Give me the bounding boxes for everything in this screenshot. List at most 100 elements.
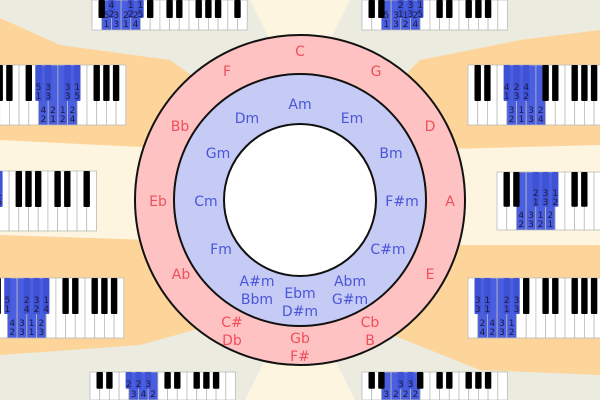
black-key [378,0,385,18]
fingering-label: 2 [393,390,399,400]
black-key [25,65,33,101]
minor-label: Abm [334,274,366,290]
black-key [112,65,120,101]
black-key [62,278,69,314]
major-label: Cb [361,315,380,331]
fingering-label: 2 [136,380,142,390]
black-key [484,372,492,389]
fingering-label: 3 [131,390,137,400]
black-key [484,65,491,101]
black-key [176,0,183,18]
black-key [368,0,375,18]
black-key [475,372,482,389]
fingering-label: 3 [383,390,389,400]
black-key [551,172,559,207]
black-key [127,0,135,18]
black-key [203,372,210,389]
black-key [474,65,481,101]
black-key [416,372,424,389]
black-key [44,65,52,101]
black-key [83,171,90,207]
white-key [593,171,600,231]
black-key [446,372,453,389]
black-key [98,0,105,18]
black-key [397,0,405,18]
minor-alt-label: D#m [282,304,318,320]
band-bottom-center [245,360,355,400]
black-key [193,372,200,389]
black-key [72,278,79,314]
major-label: E [426,267,435,283]
black-key [23,278,31,314]
black-key [503,172,510,207]
black-key [195,0,202,18]
minor-alt-label: G#m [332,292,368,308]
minor-alt-label: Bbm [241,292,273,308]
black-key [108,0,115,18]
black-key [522,278,530,314]
black-key [522,65,530,101]
fingering-label: 3 [408,380,414,390]
black-key [552,65,559,101]
major-label: G [371,64,382,80]
black-key [465,0,472,18]
black-key [6,65,13,101]
black-key [513,278,520,314]
black-key [125,372,133,389]
black-key [542,172,549,207]
black-key [436,372,443,389]
black-key [484,278,491,314]
major-label: Ab [172,267,191,283]
black-key [552,278,559,314]
black-key [475,0,482,18]
black-key [33,278,40,314]
minor-label: C#m [370,242,405,258]
black-key [503,278,511,314]
black-key [103,65,110,101]
minor-label: Fm [210,242,232,258]
major-label: C [295,44,305,60]
white-key [497,371,508,400]
black-key [581,278,588,314]
fingering-label: 2 [126,380,132,390]
black-key [590,65,598,101]
black-key [137,0,144,18]
black-key [15,171,23,207]
black-key [378,372,385,389]
minor-label: Em [341,111,363,127]
black-key [436,0,443,18]
minor-label: Dm [235,111,259,127]
fingering-label: 15 [0,189,2,208]
major-label: F [223,64,231,80]
